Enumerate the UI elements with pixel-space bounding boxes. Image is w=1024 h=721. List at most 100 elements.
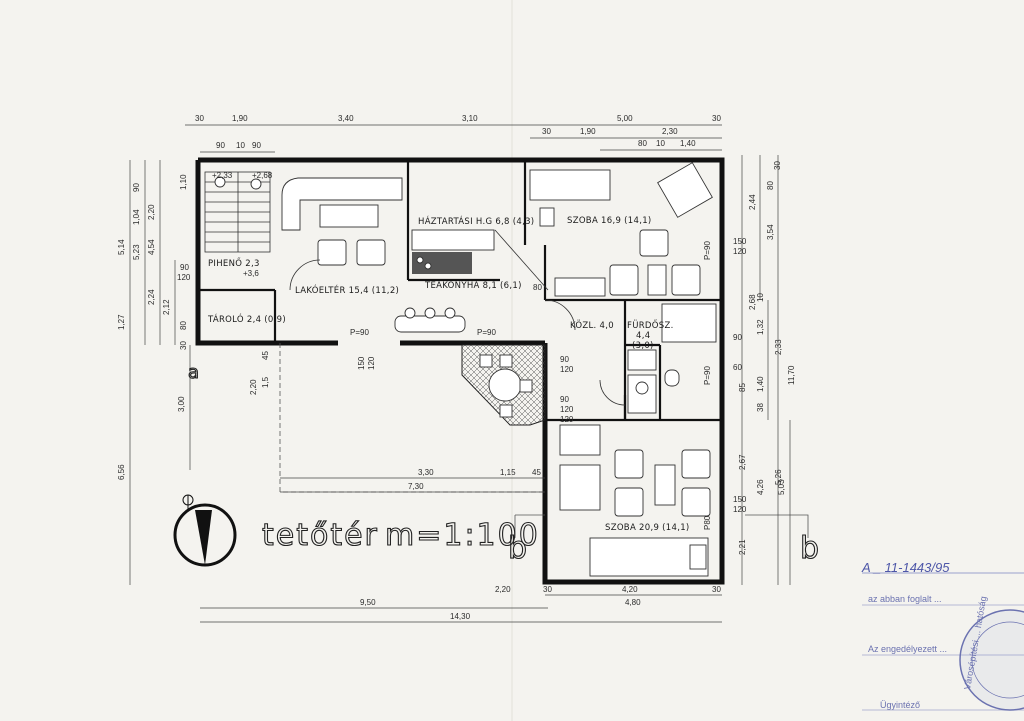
opening-80: 80 bbox=[533, 283, 542, 292]
bedroom1-furniture bbox=[529, 162, 713, 297]
opening-p90b: P=90 bbox=[477, 328, 496, 337]
dim-right-g: 2,67 bbox=[738, 454, 747, 470]
opening-p90d: P=90 bbox=[703, 366, 712, 385]
living-room-furniture bbox=[281, 177, 466, 333]
dim-bottom-a: 3,30 bbox=[418, 468, 434, 477]
level-mark-3: +3,6 bbox=[243, 269, 259, 278]
dim-right-r: 90 bbox=[733, 333, 742, 342]
dim-right-j: 5,03 bbox=[777, 479, 786, 495]
dim-right-l: 80 bbox=[766, 181, 775, 190]
dim-right-e: 1,32 bbox=[756, 319, 765, 335]
dim-right-o: 1,40 bbox=[756, 376, 765, 392]
dim-right-c: 2,68 bbox=[748, 294, 757, 310]
dim-bottom-f: 30 bbox=[543, 585, 552, 594]
dim-left-s: 45 bbox=[261, 351, 270, 360]
dim-right-k: 2,21 bbox=[738, 539, 747, 555]
opening-p90a: P=90 bbox=[350, 328, 369, 337]
opening-120e: 120 bbox=[560, 405, 574, 414]
room-label-háztartási: HÁZTARTÁSI H.G 6,8 (4,3) bbox=[418, 215, 534, 227]
dining-table bbox=[488, 368, 522, 402]
dim-right-q: 85 bbox=[738, 383, 747, 392]
dining-chair bbox=[499, 354, 513, 368]
dim-top-i: 90 bbox=[252, 141, 261, 150]
dim-left-e: 4,54 bbox=[147, 239, 156, 255]
dim-left-h: 2,12 bbox=[162, 299, 171, 315]
opening-120a: 120 bbox=[733, 247, 747, 256]
drawing-title: tetőtér bbox=[262, 518, 379, 553]
dimension-lines bbox=[129, 124, 791, 623]
dim-bottom-j: 4,80 bbox=[625, 598, 641, 607]
dim-right-b: 3,54 bbox=[766, 224, 775, 240]
opening-150a: 150 bbox=[733, 237, 747, 246]
dim-right-p: 38 bbox=[756, 403, 765, 412]
dim-right-s: 60 bbox=[733, 363, 742, 372]
dim-left-p: 3,00 bbox=[177, 396, 186, 412]
dim-left-d: 1,04 bbox=[132, 209, 141, 225]
dim-left-g: 2,24 bbox=[147, 289, 156, 305]
dim-left-q: 2,20 bbox=[249, 379, 258, 395]
opening-120b: 120 bbox=[733, 505, 747, 514]
room-label-fürdő: FÜRDŐSZ. bbox=[627, 320, 674, 331]
bedroom2-furniture bbox=[559, 424, 711, 577]
dim-right-a: 2,44 bbox=[748, 194, 757, 210]
room-label-szoba2: SZOBA 20,9 (14,1) bbox=[605, 523, 690, 533]
round-seal bbox=[959, 609, 1024, 711]
dim-left-f: 2,20 bbox=[147, 204, 156, 220]
dim-top-o: 10 bbox=[656, 139, 665, 148]
dim-left-o: 6,56 bbox=[117, 464, 126, 480]
dim-left-b: 5,23 bbox=[132, 244, 141, 260]
dim-bottom-e: 2,20 bbox=[495, 585, 511, 594]
dim-bottom-b: 1,15 bbox=[500, 468, 516, 477]
dim-top-f: 30 bbox=[712, 114, 721, 123]
dim-right-d: 11,70 bbox=[787, 365, 796, 385]
dim-left-r: 1,5 bbox=[261, 376, 270, 388]
dim-top-h: 10 bbox=[236, 141, 245, 150]
dining-chair bbox=[479, 354, 493, 368]
dim-right-m: 30 bbox=[773, 161, 782, 170]
dim-right-h: 5,26 bbox=[774, 469, 783, 485]
dim-top-m: 80 bbox=[638, 139, 647, 148]
dim-right-f: 2,33 bbox=[774, 339, 783, 355]
approval-stamp: A _ 11-1443/95 az abban foglalt ... Az e… bbox=[861, 560, 1024, 711]
dim-left-l: 30 bbox=[179, 341, 188, 350]
dining-chair bbox=[499, 404, 513, 418]
dim-bottom-h: 30 bbox=[712, 585, 721, 594]
dim-top-j: 30 bbox=[542, 127, 551, 136]
dim-right-n: 10 bbox=[756, 293, 765, 302]
stamp-line-3: Ügyintéző bbox=[880, 700, 920, 710]
room-label-szoba1: SZOBA 16,9 (14,1) bbox=[567, 216, 652, 226]
dim-top-e: 5,00 bbox=[617, 114, 633, 123]
opening-120c: 120 bbox=[367, 356, 376, 370]
dim-left-c: 1,27 bbox=[117, 314, 126, 330]
level-mark-2: +2,68 bbox=[252, 171, 273, 180]
room-label-közl: KÖZL. 4,0 bbox=[570, 320, 614, 331]
dim-left-m: 90 bbox=[180, 263, 189, 272]
opening-90b: 90 bbox=[560, 395, 569, 404]
stamp-line-1: az abban foglalt ... bbox=[868, 594, 942, 604]
dim-bottom-i: 9,50 bbox=[360, 598, 376, 607]
dim-top-g: 90 bbox=[216, 141, 225, 150]
room-label-pihenő: PIHENŐ 2,3 bbox=[208, 258, 260, 269]
kitchen-furniture bbox=[411, 229, 549, 291]
opening-150b: 150 bbox=[733, 495, 747, 504]
dim-top-a: 30 bbox=[195, 114, 204, 123]
dim-left-j: 1,10 bbox=[179, 174, 188, 190]
opening-150c: 150 bbox=[357, 356, 366, 370]
dim-right-i: 4,26 bbox=[756, 479, 765, 495]
dim-left-n: 120 bbox=[177, 273, 191, 282]
door-swings bbox=[289, 259, 626, 406]
dim-top-n: 1,40 bbox=[680, 139, 696, 148]
inner-walls bbox=[198, 160, 722, 422]
dim-top-l: 2,30 bbox=[662, 127, 678, 136]
dim-top-b: 1,90 bbox=[232, 114, 248, 123]
dim-bottom-k: 14,30 bbox=[450, 612, 471, 621]
opening-120f: 120 bbox=[560, 415, 574, 424]
dim-left-i: 90 bbox=[132, 183, 141, 192]
section-mark-a: a bbox=[188, 362, 201, 383]
dim-bottom-g: 4,20 bbox=[622, 585, 638, 594]
room-label-tároló: TÁROLÓ 2,4 (0,9) bbox=[207, 313, 286, 325]
stamp-line-2: Az engedélyezett ... bbox=[868, 644, 947, 654]
dim-left-k: 80 bbox=[179, 321, 188, 330]
level-mark-1: +2,33 bbox=[212, 171, 233, 180]
